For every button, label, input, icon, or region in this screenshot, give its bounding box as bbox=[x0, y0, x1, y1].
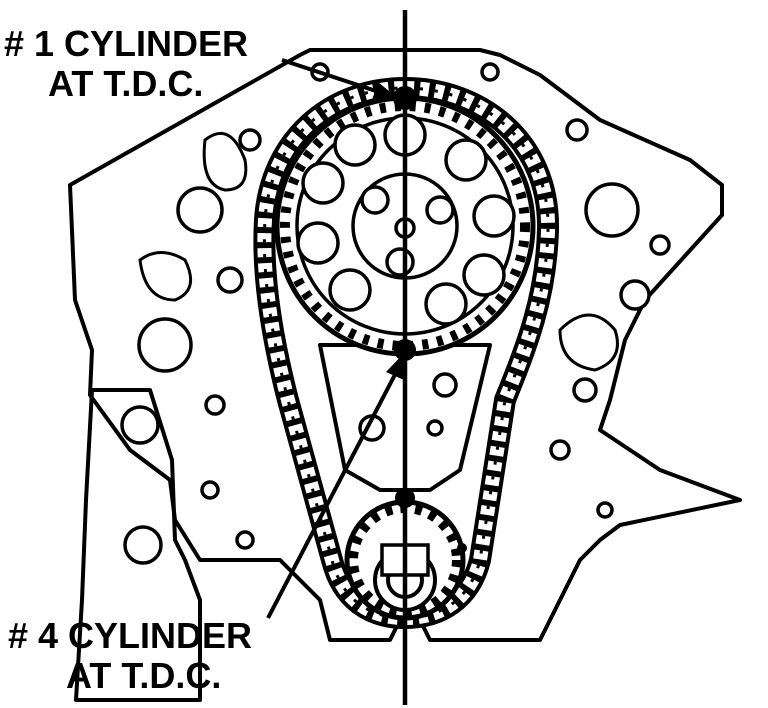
cylinder-1-tdc-label: AT T.D.C. bbox=[48, 63, 204, 104]
cylinder-4-arrowhead bbox=[386, 352, 405, 380]
cylinder-4-label: # 4 CYLINDER bbox=[8, 615, 253, 656]
block-passage bbox=[176, 186, 224, 234]
block-passage bbox=[596, 501, 614, 519]
cylinder-1-label: # 1 CYLINDER bbox=[4, 23, 249, 64]
camshaft-bolt-lower bbox=[385, 247, 415, 277]
cylinder-1-arrowhead bbox=[372, 82, 400, 100]
block-passage bbox=[584, 182, 640, 238]
block-passage bbox=[235, 530, 255, 550]
block-passage bbox=[238, 128, 262, 152]
bracket-bolt-upper bbox=[120, 405, 160, 445]
block-passage bbox=[204, 394, 226, 416]
block-passage bbox=[572, 377, 598, 403]
block-passage bbox=[202, 131, 248, 192]
block-passage bbox=[137, 317, 193, 373]
block-passage bbox=[216, 266, 244, 294]
block-passage bbox=[138, 251, 193, 302]
crankshaft-side-mark bbox=[457, 543, 467, 553]
block-passage bbox=[558, 313, 619, 372]
cylinder-4-tdc-label: AT T.D.C. bbox=[66, 655, 222, 696]
block-passage bbox=[649, 234, 671, 256]
block-passage bbox=[565, 118, 589, 142]
camshaft-sprocket-teeth bbox=[280, 101, 530, 351]
cylinder-1-leader-line bbox=[281, 58, 386, 96]
block-passage bbox=[549, 439, 571, 461]
guide-hole bbox=[432, 372, 458, 398]
cylinder-4-callout: # 4 CYLINDER AT T.D.C. bbox=[8, 616, 252, 696]
camshaft-bolt-right bbox=[425, 195, 455, 225]
left-bracket bbox=[74, 388, 202, 702]
bracket-bolt-lower bbox=[123, 525, 163, 565]
cylinder-4-leader-line bbox=[266, 364, 402, 619]
camshaft-bolt-left bbox=[360, 185, 390, 215]
guide-hole bbox=[426, 419, 444, 437]
block-passage bbox=[619, 279, 651, 311]
block-passage bbox=[200, 480, 220, 500]
block-passage bbox=[480, 62, 500, 82]
sprocket-lightening-holes bbox=[296, 113, 516, 326]
cylinder-1-callout: # 1 CYLINDER AT T.D.C. bbox=[4, 24, 248, 104]
